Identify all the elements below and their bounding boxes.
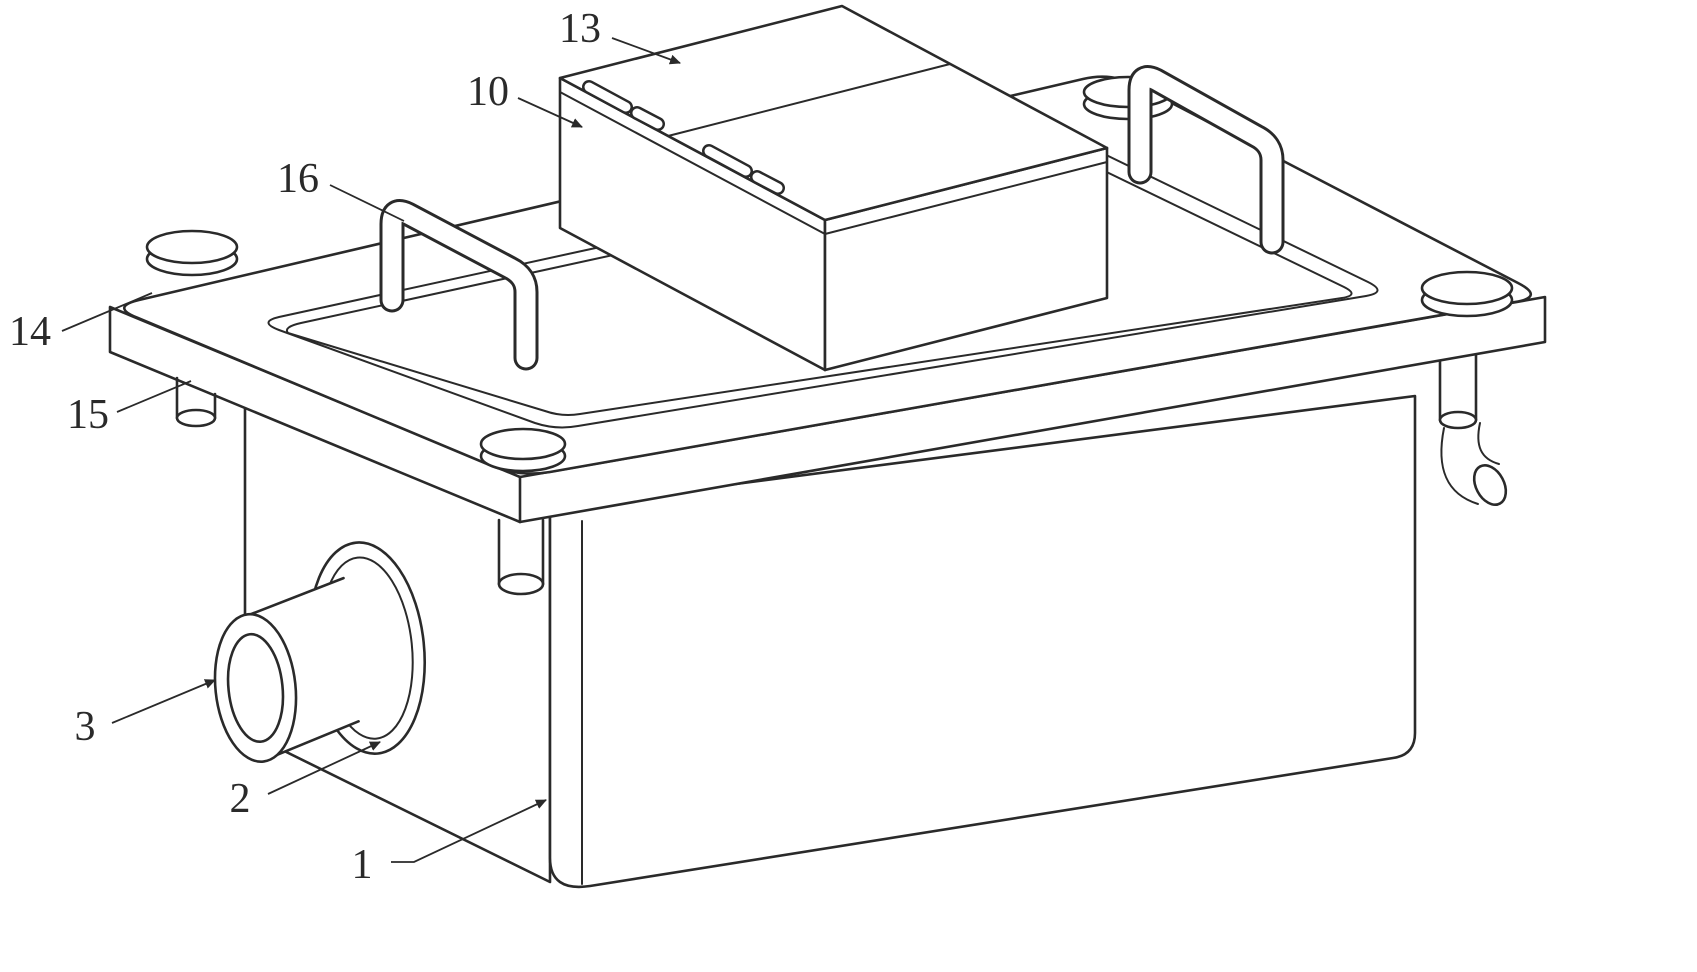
corner-bolt-front bbox=[479, 427, 567, 473]
leader-line-1 bbox=[391, 799, 547, 863]
hinge-barrel-long-fill bbox=[584, 82, 631, 112]
leader-line-15 bbox=[116, 380, 192, 413]
side-elbow-fitting bbox=[1440, 422, 1508, 506]
handle-right-fill bbox=[1130, 68, 1282, 252]
leader-line-3 bbox=[111, 679, 216, 724]
block-lid-divide bbox=[667, 63, 951, 137]
pipe-bore bbox=[226, 632, 285, 744]
hinge-barrel-short-fill bbox=[632, 108, 663, 129]
lid-hinge-lower bbox=[702, 144, 785, 195]
bolt-cap-top bbox=[145, 229, 239, 265]
corner-bolt-right bbox=[1420, 270, 1514, 318]
lid-hinge-upper bbox=[582, 80, 665, 131]
corner-bolt-back-left bbox=[145, 229, 239, 277]
inlet-pipe bbox=[213, 541, 427, 763]
post-bottom-cap bbox=[497, 572, 545, 596]
hinge-barrel-short-fill bbox=[752, 172, 783, 193]
label-14: 14 bbox=[9, 309, 51, 355]
leader-line-16 bbox=[329, 184, 405, 222]
top-block bbox=[558, 4, 1109, 372]
block-lid-seam-left bbox=[559, 91, 826, 235]
leader-line-10 bbox=[517, 97, 583, 128]
label-2: 2 bbox=[230, 776, 251, 822]
support-stud-left bbox=[175, 376, 217, 428]
leader-line-14 bbox=[61, 292, 153, 332]
hinge-barrel-long-fill bbox=[704, 146, 751, 176]
elbow-outer-curve bbox=[1440, 427, 1479, 505]
block-lid-seam-right bbox=[824, 161, 1108, 235]
stud-bottom-cap bbox=[175, 408, 217, 428]
elbow-end-cap bbox=[1472, 464, 1508, 506]
callouts: 13 10 16 14 15 3 2 1 bbox=[9, 6, 681, 888]
label-13: 13 bbox=[559, 6, 601, 52]
front-corner-post bbox=[497, 518, 545, 596]
stud-bottom-cap bbox=[1438, 410, 1478, 430]
label-3: 3 bbox=[75, 704, 96, 750]
tank-right-face bbox=[548, 394, 1417, 889]
handle-left bbox=[379, 199, 539, 371]
label-10: 10 bbox=[467, 69, 509, 115]
elbow-inner-curve bbox=[1477, 422, 1500, 465]
label-16: 16 bbox=[277, 156, 319, 202]
support-stud-right bbox=[1438, 353, 1478, 430]
bolt-cap-top bbox=[479, 427, 567, 461]
handle-right bbox=[1127, 65, 1285, 255]
leader-line-2 bbox=[267, 741, 381, 795]
bolt-cap-top bbox=[1420, 270, 1514, 306]
label-15: 15 bbox=[67, 392, 109, 438]
pipe-tube-top-edge bbox=[246, 576, 345, 617]
leader-line-13 bbox=[611, 37, 681, 65]
handle-left-fill bbox=[382, 202, 536, 368]
label-1: 1 bbox=[352, 842, 373, 888]
